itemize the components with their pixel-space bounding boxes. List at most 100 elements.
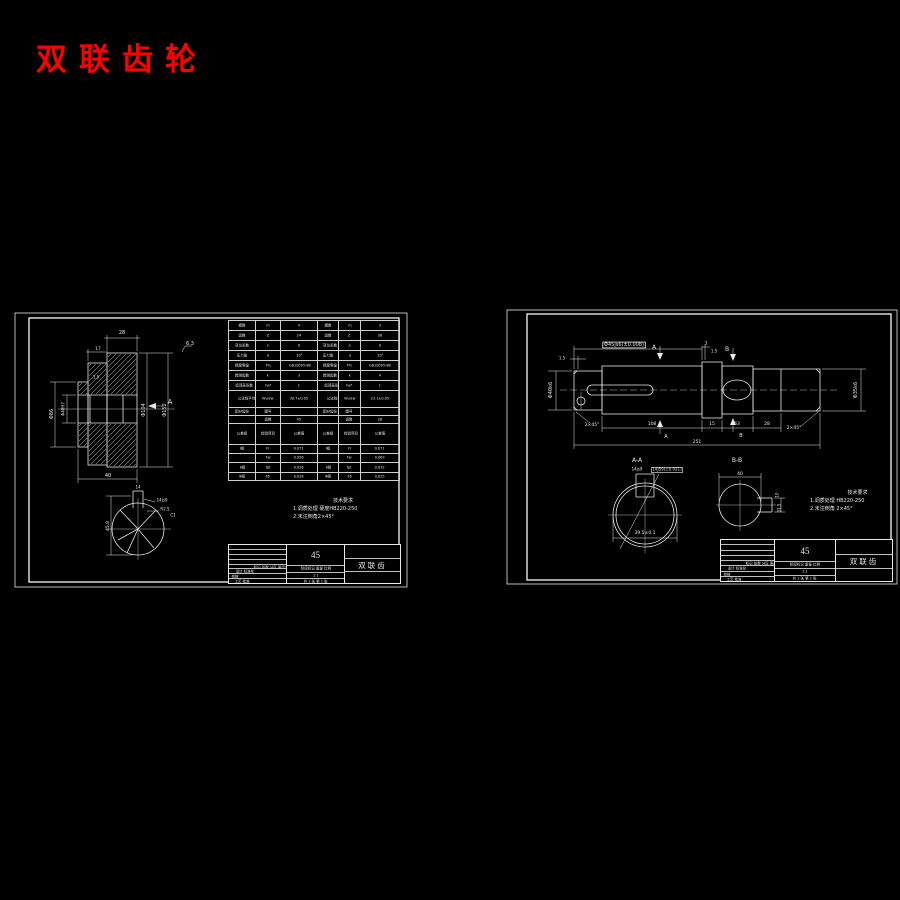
section-bb-view [716, 473, 785, 531]
revision-row [229, 550, 286, 555]
section-arrow-a [148, 403, 156, 409]
tech-notes-left: 技术要求 1.调质处理 硬度HB220-250 2.未注倒角2×45° [293, 497, 393, 521]
revision-row: 工艺 批准 [234, 579, 250, 583]
table-row: 齿数 Z 24 齿数 Z 36 [228, 330, 400, 341]
dim-label: A [651, 344, 657, 351]
dim-label: Φ45js6(±0.008) [602, 341, 646, 349]
table-row: 跨测齿数 k 3 跨测齿数 k 4 [228, 370, 400, 381]
section-aa-view [608, 473, 682, 553]
revision-row [229, 555, 286, 560]
notes-heading: 技术要求 [847, 490, 868, 496]
right-sheet-frame [506, 309, 898, 585]
table-row: 压力角 α 20° 压力角 α 20° [228, 350, 400, 361]
dim-label: 6.3 [186, 340, 194, 347]
dim-label: 14JS9(±0.021) [651, 467, 683, 473]
dim-label: Φ86 [48, 408, 55, 420]
title-block-right: 标记 处数 分区 更改文件号 签名 年、月、日 设计 标准化 校核 工艺 批准 … [720, 539, 893, 582]
stage-labels: 阶段标记 重量 比例 [287, 565, 344, 572]
revision-row [721, 551, 774, 556]
dim-label: C1 [170, 513, 176, 518]
table-row: Ⅰ组 Fr 0.071 Ⅰ组 Fr 0.071 [228, 444, 400, 454]
revision-row: 设计 标准化 [229, 569, 286, 575]
gear-end-view [106, 490, 171, 560]
note-line: 1.调质处理 硬度HB220-250 [293, 506, 358, 512]
part-name: 双联齿 [345, 558, 400, 572]
revision-row: 校核 [229, 574, 286, 580]
revision-row [721, 556, 774, 561]
dim-label: 31.5 [777, 503, 782, 513]
revision-row: 校核 [721, 572, 774, 577]
material-cell: 45 [800, 545, 810, 556]
material-cell: 45 [311, 550, 320, 560]
note-line: 1.调质处理 HB220-250 [810, 498, 865, 504]
stage-labels: 阶段标记 重量 比例 [775, 561, 835, 568]
dim-label: 1.5 [710, 349, 718, 354]
revision-row [721, 540, 774, 546]
dim-label: 15 [709, 421, 715, 427]
dim-label: Φ35k6 [852, 381, 859, 399]
title-block-left: 标记 处数 分区 更改文件号 签名 年、月、日 设计 标准化 校核 工艺 批准 … [228, 544, 401, 584]
dim-label: Φ40k6 [547, 381, 554, 399]
dim-label: 1.5 [92, 375, 100, 380]
dim-label: 40 [104, 472, 112, 479]
dim-label: 17 [95, 346, 101, 352]
revision-row: 标记 处数 分区 更改文件号 签名 年、月、日 [721, 561, 774, 567]
dim-label: 28 [764, 421, 770, 427]
scale-cell: 1:1 [287, 572, 344, 578]
dim-label: 63 [734, 421, 740, 427]
shaft-main-view [560, 361, 840, 419]
gear-section-view [58, 352, 175, 468]
note-line: 2.未注倒角2×45° [293, 514, 335, 520]
dim-label: 1.5 [558, 356, 566, 361]
drawing-no-cell [836, 569, 892, 581]
part-name: 双联齿 [836, 554, 892, 569]
dim-label: 14 [135, 485, 141, 490]
drawing-no-cell [345, 572, 400, 583]
dim-label: 10 [775, 492, 780, 498]
table-row: 公法线平均长度 W±Ew 30.7±0.05 公法线平均长度 W±Ew 23.1… [228, 390, 400, 408]
dim-label: 3 [704, 341, 708, 346]
table-row: 齿数 45 齿数 28 [228, 415, 400, 424]
roughness-icon [181, 345, 192, 353]
dim-label: 251 [692, 439, 702, 445]
notes-heading: 技术要求 [332, 498, 353, 504]
dim-label: B [739, 432, 743, 439]
scale-cell: 1:1 [775, 568, 835, 575]
dim-label: 28 [118, 329, 126, 336]
sheet-info: 共 1 张 第 1 张 [775, 575, 835, 581]
page-title: 双联齿轮 [36, 42, 208, 77]
revision-row: 设计 标准化 [721, 566, 774, 572]
section-arrow-a-top [657, 353, 663, 360]
dim-label: 108 [647, 421, 657, 427]
company-cell [836, 540, 892, 554]
dim-label: 39.5±0.1 [634, 530, 656, 536]
dim-label: R2.5 [160, 507, 170, 512]
table-row: 变位系数 x 0 变位系数 x 0 [228, 340, 400, 351]
shaft-dim-lines [548, 344, 866, 449]
section-arrow-b-top [730, 354, 736, 361]
dim-label: A [664, 433, 668, 440]
dim-label: 14js9 [156, 498, 168, 503]
revision-row [229, 560, 286, 565]
dim-label: B-B [731, 457, 743, 464]
revision-row: 标记 处数 分区 更改文件号 签名 年、月、日 [229, 565, 286, 570]
dim-label: A-A [631, 457, 643, 464]
dim-label: 2×45° [584, 422, 600, 428]
table-row: Ⅱ组 fpt 0.026 Ⅱ组 fpt 0.032 [228, 462, 400, 473]
dim-label: 2×45° [786, 425, 802, 431]
table-row: Ⅲ组 Fβ 0.028 Ⅲ组 Fβ 0.025 [228, 472, 400, 481]
revision-row [229, 545, 286, 550]
note-line: 2.未注倒角 2×45° [810, 506, 853, 512]
table-row: 齿顶高系数 ha* 1 齿顶高系数 ha* 1 [228, 380, 400, 391]
table-row: 精度等级 7FL GB10095-88 精度等级 7FL GB10095-88 [228, 360, 400, 371]
table-row: Fw 0.056 Fw 0.063 [228, 453, 400, 463]
gear-param-table: 模数 m 4 模数 m 3 齿数 Z 24 齿数 Z 36 [228, 320, 400, 481]
sheet-info: 共 1 张 第 1 张 [287, 578, 344, 583]
tech-notes-right: 技术要求 1.调质处理 HB220-250 2.未注倒角 2×45° [810, 489, 900, 513]
dim-label: 45.8 [105, 520, 111, 532]
dim-label: 14js9 [631, 467, 643, 472]
dim-label: 40 [737, 471, 743, 477]
revision-row [721, 545, 774, 551]
dim-label: B [724, 346, 730, 353]
